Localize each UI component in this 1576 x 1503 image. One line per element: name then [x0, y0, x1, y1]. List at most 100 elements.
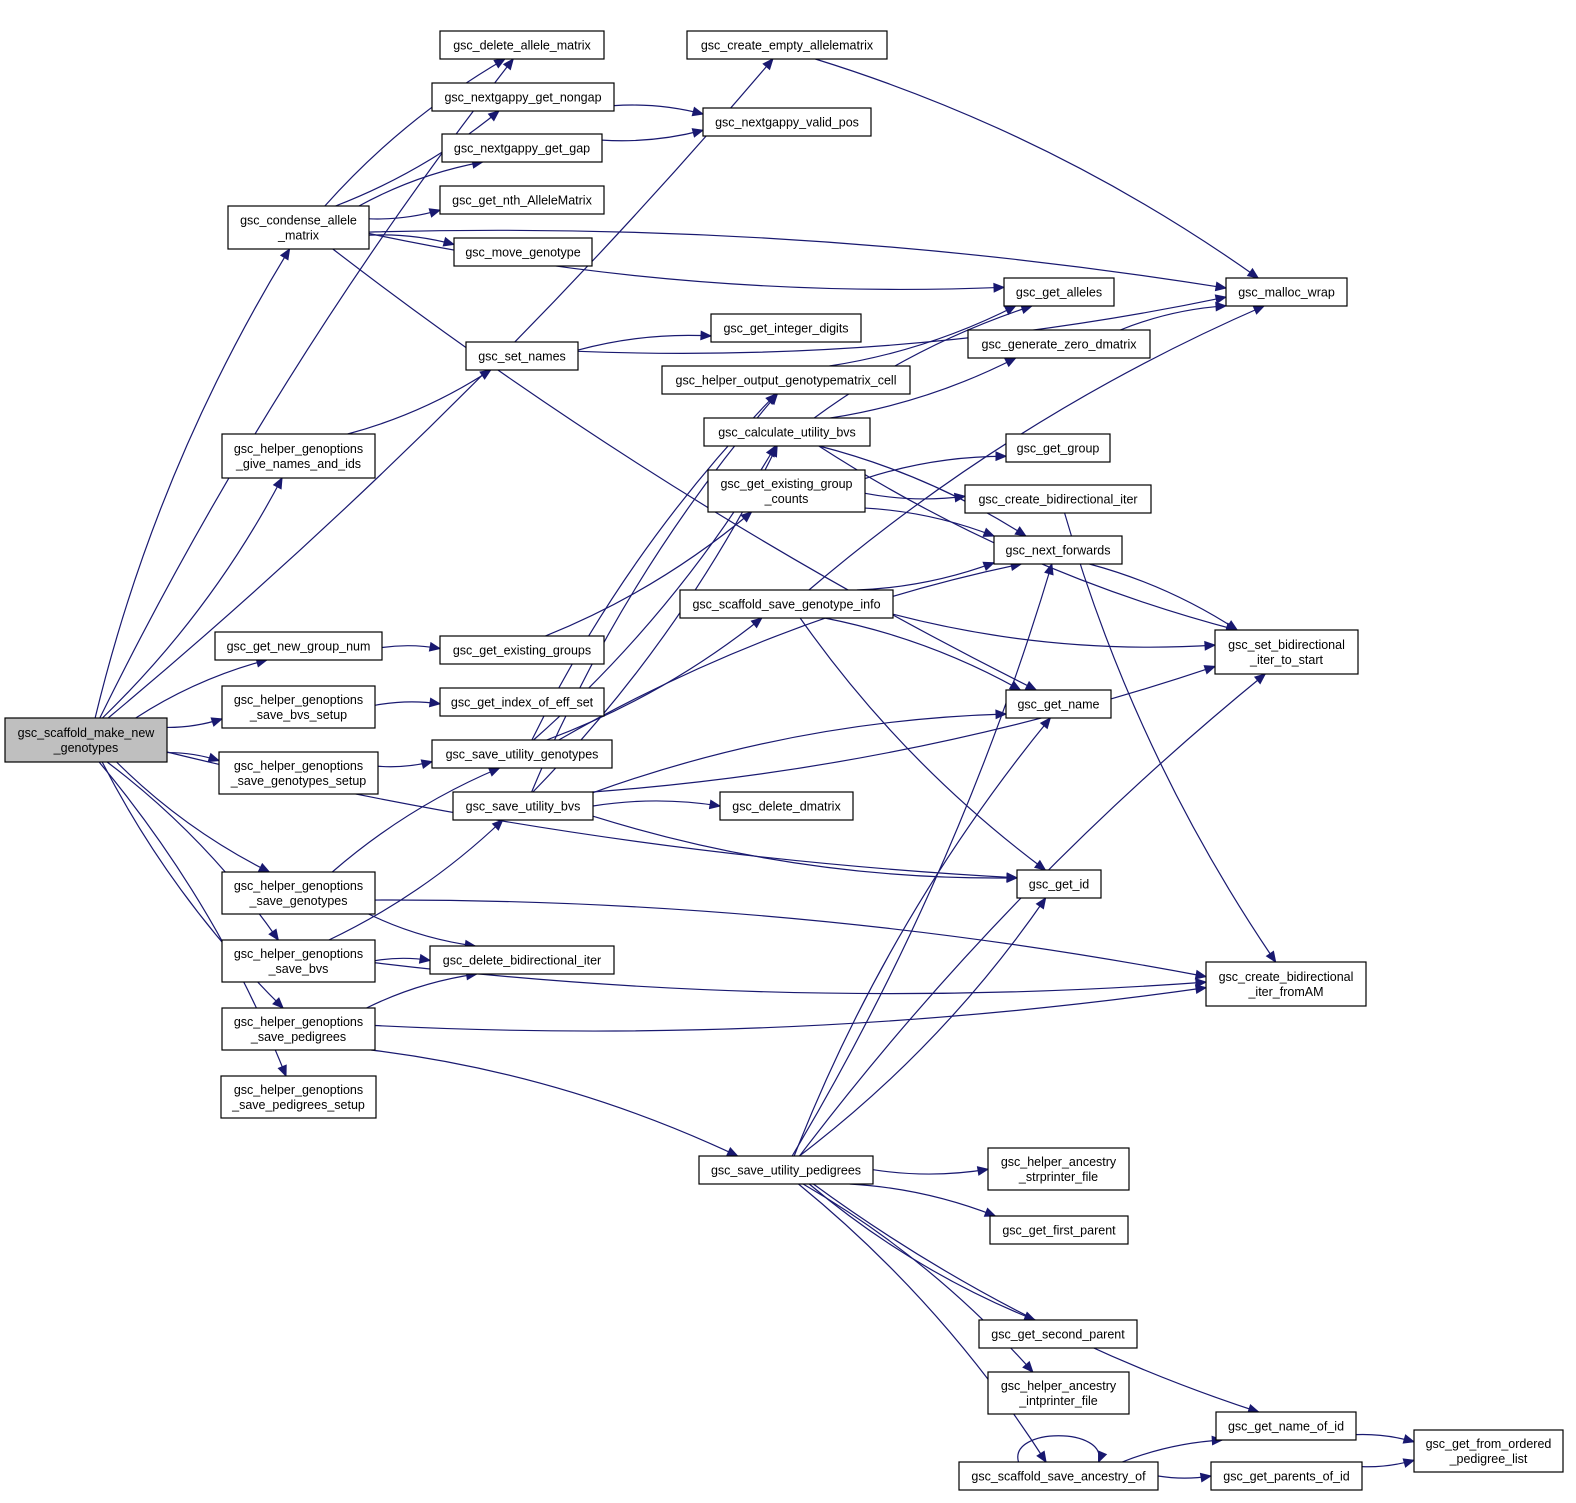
edge-line [368, 913, 476, 947]
node-gsc-delete-bidirectional-iter[interactable]: gsc_delete_bidirectional_iter [429, 945, 615, 975]
edge-n0-to-n25 [166, 717, 224, 729]
node-gsc-save-utility-pedigrees[interactable]: gsc_save_utility_pedigrees [698, 1155, 874, 1185]
edge-arrowhead [210, 717, 224, 727]
edge-arrowhead [1004, 357, 1017, 368]
edge-arrowhead [1203, 665, 1217, 675]
edge-arrowhead [982, 527, 996, 537]
node-box [221, 433, 376, 479]
node-gsc-set-names[interactable]: gsc_set_names [465, 341, 579, 371]
edge-line [799, 673, 1266, 1157]
node-label: _save_pedigrees_setup [231, 1098, 365, 1112]
edge-n29-to-n28 [377, 759, 434, 769]
edge-arrowhead [1035, 896, 1047, 910]
edge-n32-to-n35 [368, 913, 477, 950]
node-gsc-generate-zero-dmatrix[interactable]: gsc_generate_zero_dmatrix [967, 329, 1151, 359]
node-gsc-get-parents-of-id[interactable]: gsc_get_parents_of_id [1210, 1461, 1363, 1491]
edge-line [815, 58, 1259, 279]
edge-arrowhead [1214, 294, 1228, 305]
node-box [964, 484, 1152, 514]
node-gsc-get-nth-allelematrix[interactable]: gsc_get_nth_AlleleMatrix [439, 185, 605, 215]
node-box [707, 469, 866, 513]
edge-line [374, 987, 1207, 1032]
node-gsc-delete-allele-matrix[interactable]: gsc_delete_allele_matrix [439, 30, 605, 60]
node-gsc-move-genotype[interactable]: gsc_move_genotype [453, 237, 593, 267]
edge-n44-to-n45 [1355, 1433, 1416, 1444]
edge-n15-to-n9 [813, 304, 1034, 419]
node-gsc-nextgappy-get-gap[interactable]: gsc_nextgappy_get_gap [441, 133, 603, 163]
edge-line [374, 962, 1207, 995]
node-box [465, 341, 579, 371]
node-gsc-get-new-group-num[interactable]: gsc_get_new_group_num [214, 631, 383, 661]
node-gsc-save-utility-bvs[interactable]: gsc_save_utility_bvs [452, 791, 594, 821]
node-label: _intprinter_file [1018, 1394, 1098, 1408]
node-gsc-get-integer-digits[interactable]: gsc_get_integer_digits [710, 313, 862, 343]
node-label: gsc_get_second_parent [991, 1328, 1125, 1342]
node-label: gsc_get_name [1017, 698, 1099, 712]
node-label: gsc_create_bidirectional_iter [978, 493, 1137, 507]
edge-n0-to-n34 [106, 761, 280, 942]
edge-arrowhead [420, 759, 434, 769]
edge-line [1121, 1439, 1223, 1463]
node-box [1205, 961, 1367, 1007]
edge-arrowhead [1199, 1472, 1213, 1483]
node-gsc-get-name-of-id[interactable]: gsc_get_name_of_id [1215, 1411, 1357, 1441]
node-gsc-create-empty-allelematrix[interactable]: gsc_create_empty_allelematrix [686, 30, 888, 60]
node-gsc-helper-genoptions-save-genotypes[interactable]: gsc_helper_genoptions_save_genotypes [221, 871, 376, 915]
node-label: gsc_get_group [1017, 442, 1100, 456]
node-gsc-next-forwards[interactable]: gsc_next_forwards [993, 535, 1123, 565]
node-gsc-set-bidirectional-iter-to-start[interactable]: gsc_set_bidirectional_iter_to_start [1214, 629, 1359, 675]
node-gsc-helper-genoptions-save-genotypes-setup[interactable]: gsc_helper_genoptions_save_genotypes_set… [218, 751, 379, 795]
node-gsc-create-bidirectional-iter[interactable]: gsc_create_bidirectional_iter [964, 484, 1152, 514]
node-gsc-get-group[interactable]: gsc_get_group [1005, 433, 1111, 463]
edge-line [102, 477, 283, 719]
node-gsc-delete-dmatrix[interactable]: gsc_delete_dmatrix [719, 791, 854, 821]
node-gsc-helper-ancestry-strprinter-file[interactable]: gsc_helper_ancestry_strprinter_file [987, 1147, 1130, 1191]
edge-arrowhead [1194, 969, 1208, 980]
node-gsc-create-bidirectional-iter-fromam[interactable]: gsc_create_bidirectional_iter_fromAM [1205, 961, 1367, 1007]
edge-arrowhead [1006, 873, 1019, 883]
edge-n30-to-n33 [592, 815, 1019, 883]
node-label: gsc_next_forwards [1006, 544, 1111, 558]
node-gsc-nextgappy-valid-pos[interactable]: gsc_nextgappy_valid_pos [702, 107, 872, 137]
node-gsc-get-id[interactable]: gsc_get_id [1016, 869, 1102, 899]
node-box [1214, 629, 1359, 675]
node-gsc-helper-output-genotypematrix-cell[interactable]: gsc_helper_output_genotypematrix_cell [661, 365, 911, 395]
edge-line [824, 617, 1021, 691]
node-gsc-malloc-wrap[interactable]: gsc_malloc_wrap [1225, 277, 1348, 307]
node-label: gsc_delete_allele_matrix [453, 39, 591, 53]
node-gsc-calculate-utility-bvs[interactable]: gsc_calculate_utility_bvs [703, 417, 871, 447]
node-box [698, 1155, 874, 1185]
edge-arrowhead [1225, 620, 1239, 631]
node-label: gsc_save_utility_pedigrees [711, 1164, 861, 1178]
edge-n37-to-n35 [366, 970, 478, 1009]
node-gsc-get-second-parent[interactable]: gsc_get_second_parent [978, 1319, 1138, 1349]
node-gsc-nextgappy-get-nongap[interactable]: gsc_nextgappy_get_nongap [431, 82, 615, 112]
edge-arrowhead [953, 492, 967, 503]
node-gsc-get-existing-groups[interactable]: gsc_get_existing_groups [439, 635, 605, 665]
node-gsc-get-index-of-eff-set[interactable]: gsc_get_index_of_eff_set [439, 687, 605, 717]
edge-n30-to-n24 [592, 665, 1217, 793]
node-layer: gsc_scaffold_make_new_genotypes gsc_delet… [4, 30, 1564, 1491]
node-gsc-helper-genoptions-give-names-and-ids[interactable]: gsc_helper_genoptions_give_names_and_ids [221, 433, 376, 479]
node-gsc-helper-genoptions-save-bvs[interactable]: gsc_helper_genoptions_save_bvs [221, 939, 376, 983]
node-gsc-scaffold-save-genotype-info[interactable]: gsc_scaffold_save_genotype_info [679, 589, 894, 619]
edge-line [864, 507, 995, 537]
node-gsc-get-alleles[interactable]: gsc_get_alleles [1003, 277, 1115, 307]
edge-n37-to-n39 [371, 1049, 739, 1157]
node-label: gsc_move_genotype [465, 246, 580, 260]
node-gsc-condense-allele-matrix[interactable]: gsc_condense_allele_matrix [227, 205, 370, 250]
node-gsc-get-name[interactable]: gsc_get_name [1005, 689, 1112, 719]
node-gsc-get-existing-group-counts[interactable]: gsc_get_existing_group_counts [707, 469, 866, 513]
edge-line [324, 58, 506, 207]
node-label: gsc_save_utility_bvs [466, 800, 581, 814]
node-gsc-scaffold-make-new-genotypes[interactable]: gsc_scaffold_make_new_genotypes [4, 717, 168, 763]
node-gsc-helper-genoptions-save-pedigrees[interactable]: gsc_helper_genoptions_save_pedigrees [221, 1007, 376, 1051]
node-box [703, 417, 871, 447]
node-gsc-get-from-ordered-pedigree-list[interactable]: gsc_get_from_ordered_pedigree_list [1413, 1429, 1564, 1473]
node-gsc-save-utility-genotypes[interactable]: gsc_save_utility_genotypes [431, 739, 613, 769]
node-gsc-helper-genoptions-save-bvs-setup[interactable]: gsc_helper_genoptions_save_bvs_setup [221, 685, 376, 729]
node-gsc-get-first-parent[interactable]: gsc_get_first_parent [989, 1215, 1129, 1245]
node-gsc-helper-ancestry-intprinter-file[interactable]: gsc_helper_ancestry_intprinter_file [987, 1371, 1130, 1415]
node-gsc-helper-genoptions-save-pedigrees-setup[interactable]: gsc_helper_genoptions_save_pedigrees_set… [220, 1075, 377, 1119]
node-gsc-scaffold-save-ancestry-of[interactable]: gsc_scaffold_save_ancestry_of [958, 1461, 1159, 1491]
